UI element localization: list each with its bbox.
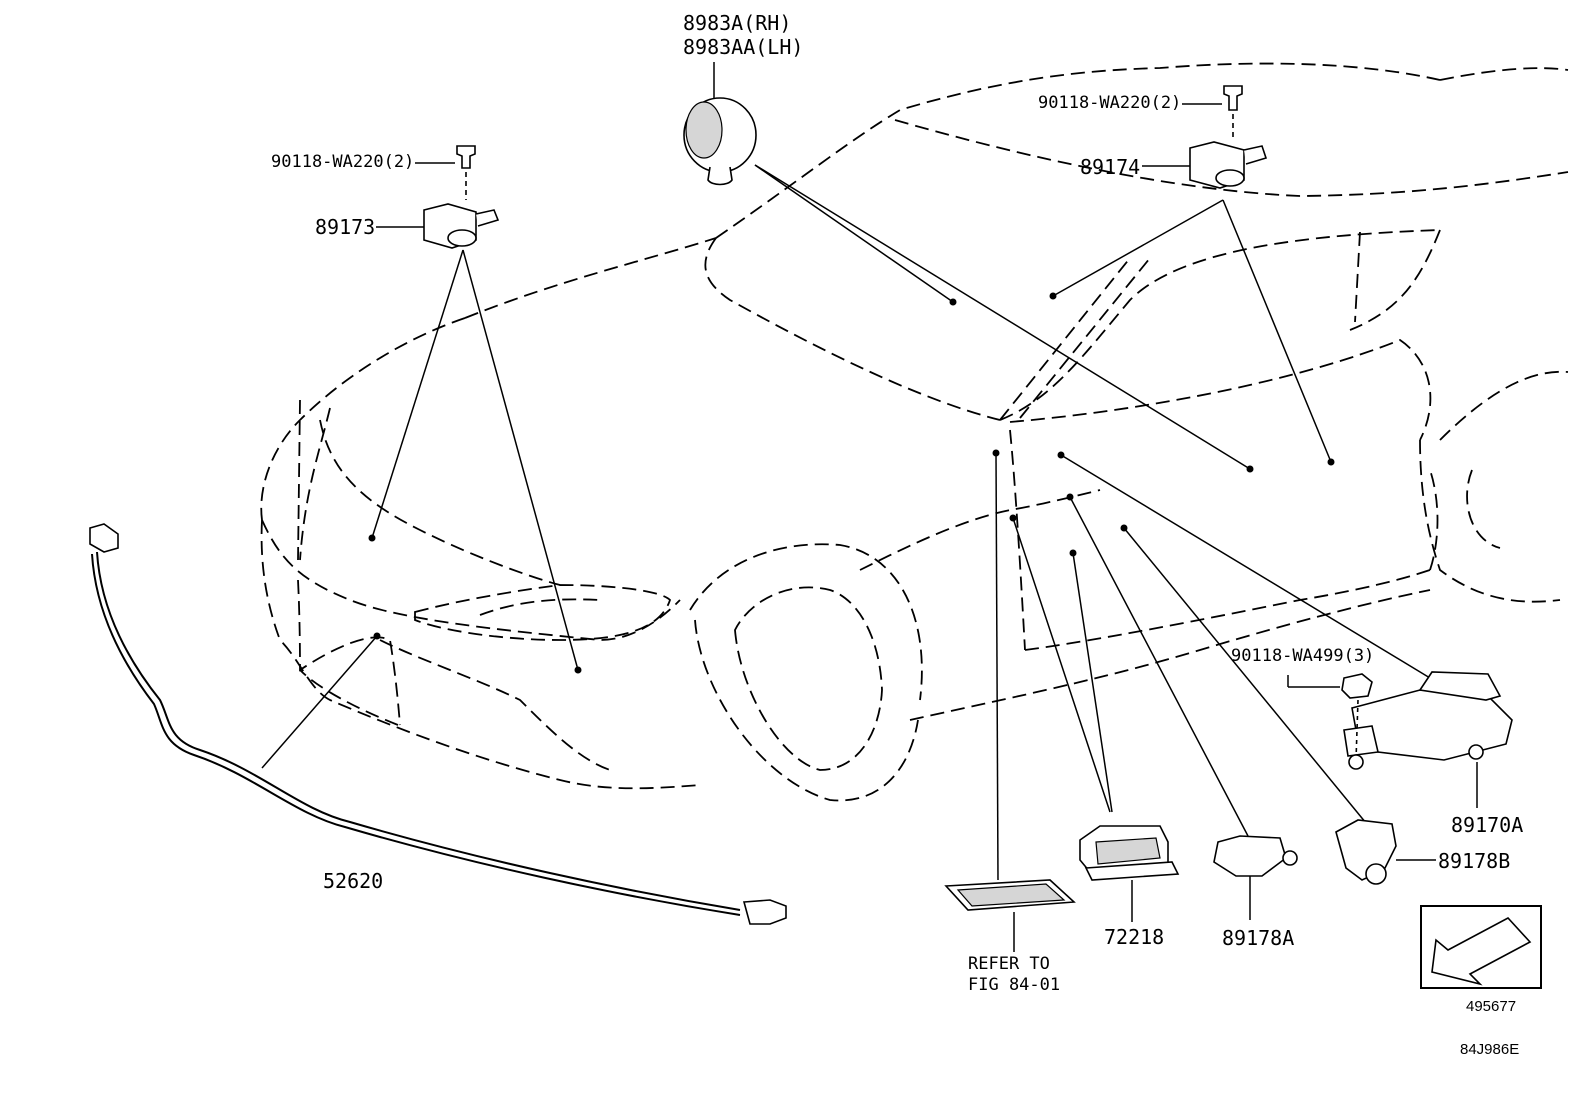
cover-label-72218: 72218 xyxy=(1104,925,1165,949)
sensor-89173-part xyxy=(376,145,500,249)
bolt-label-left: 90118-WA220(2) xyxy=(271,152,415,172)
bolt-label-right: 90118-WA220(2) xyxy=(1038,93,1182,113)
nut-label: 90118-WA499(3) xyxy=(1231,646,1375,666)
refer-label-line1: REFER TO xyxy=(968,954,1050,974)
sensor-label-89173: 89173 xyxy=(315,215,376,239)
sensor-label-89174: 89174 xyxy=(1080,155,1141,179)
bracket-label-89178a: 89178A xyxy=(1222,926,1295,950)
view-arrow-frame xyxy=(1420,905,1542,989)
refer-label-line2: FIG 84-01 xyxy=(968,975,1061,995)
sensor-89174-part xyxy=(1142,85,1268,189)
frame-code: 495677 xyxy=(1466,998,1517,1015)
pad-refer-part xyxy=(944,879,1076,952)
harness-label-52620: 52620 xyxy=(323,869,384,893)
car-body-outline xyxy=(260,62,1569,802)
airbag-module-part xyxy=(1287,671,1513,808)
wire-harness-part xyxy=(89,523,787,925)
bracket-89178a-part xyxy=(1213,835,1298,920)
module-label-89170a: 89170A xyxy=(1451,813,1524,837)
bracket-label-89178b: 89178B xyxy=(1438,849,1511,873)
horn-part xyxy=(683,62,757,186)
figure-code: 84J986E xyxy=(1460,1041,1520,1058)
bracket-89178b-part xyxy=(1335,819,1436,885)
horn-label-lh: 8983AA(LH) xyxy=(683,35,804,59)
leader-lines xyxy=(261,164,1431,881)
cover-72218-part xyxy=(1079,825,1180,922)
horn-label-rh: 8983A(RH) xyxy=(683,11,792,35)
